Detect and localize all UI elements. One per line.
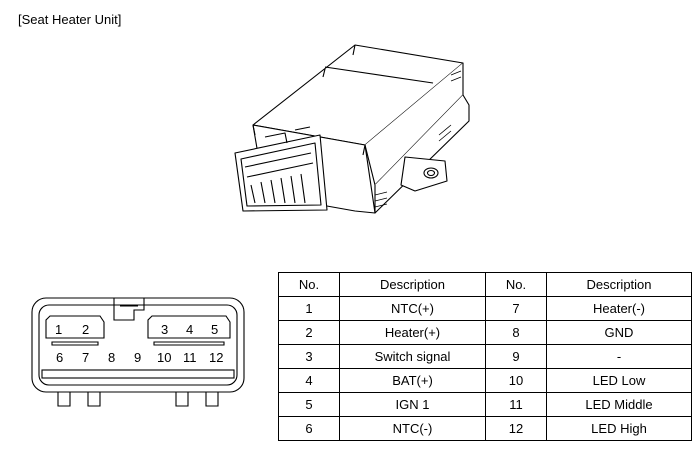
table-row: 5 IGN 1 11 LED Middle bbox=[278, 392, 692, 417]
pin-number: 3 bbox=[161, 322, 169, 337]
seat-heater-unit-illustration bbox=[234, 44, 470, 214]
pin-number: 2 bbox=[82, 322, 90, 337]
column-header: Description bbox=[546, 272, 692, 297]
pin-description: GND bbox=[546, 320, 692, 345]
pin-description: Heater(-) bbox=[546, 296, 692, 321]
pin-no: 5 bbox=[278, 392, 340, 417]
column-header: No. bbox=[485, 272, 547, 297]
pin-number: 8 bbox=[108, 350, 116, 365]
pin-description: LED Middle bbox=[546, 392, 692, 417]
pin-no: 12 bbox=[485, 416, 547, 441]
pin-number: 12 bbox=[209, 350, 224, 365]
pin-number: 11 bbox=[183, 350, 197, 365]
pin-number: 7 bbox=[82, 350, 90, 365]
pin-description: BAT(+) bbox=[339, 368, 486, 393]
pin-description: NTC(-) bbox=[339, 416, 486, 441]
pin-description: LED Low bbox=[546, 368, 692, 393]
pin-number: 1 bbox=[55, 322, 63, 337]
connector-outline bbox=[31, 297, 245, 407]
pin-description-table: No. Description No. Description 1 NTC(+)… bbox=[278, 272, 692, 441]
pin-no: 10 bbox=[485, 368, 547, 393]
table-row: 3 Switch signal 9 - bbox=[278, 344, 692, 369]
table-row: 6 NTC(-) 12 LED High bbox=[278, 416, 692, 441]
column-header: No. bbox=[278, 272, 340, 297]
pin-description: Heater(+) bbox=[339, 320, 486, 345]
pin-number: 4 bbox=[186, 322, 194, 337]
pin-description: LED High bbox=[546, 416, 692, 441]
table-row: 4 BAT(+) 10 LED Low bbox=[278, 368, 692, 393]
table-row: 1 NTC(+) 7 Heater(-) bbox=[278, 296, 692, 321]
table-header-row: No. Description No. Description bbox=[278, 272, 692, 297]
pin-no: 3 bbox=[278, 344, 340, 369]
pin-no: 9 bbox=[485, 344, 547, 369]
page-title: [Seat Heater Unit] bbox=[18, 12, 122, 27]
pin-no: 11 bbox=[485, 392, 547, 417]
pin-description: Switch signal bbox=[339, 344, 486, 369]
table-row: 2 Heater(+) 8 GND bbox=[278, 320, 692, 345]
pin-no: 6 bbox=[278, 416, 340, 441]
pin-description: IGN 1 bbox=[339, 392, 486, 417]
pin-no: 8 bbox=[485, 320, 547, 345]
pin-number: 5 bbox=[211, 322, 219, 337]
pin-description: NTC(+) bbox=[339, 296, 486, 321]
column-header: Description bbox=[339, 272, 486, 297]
pin-no: 1 bbox=[278, 296, 340, 321]
pin-number: 9 bbox=[134, 350, 142, 365]
pin-no: 2 bbox=[278, 320, 340, 345]
pin-number: 6 bbox=[56, 350, 64, 365]
pin-number: 10 bbox=[157, 350, 172, 365]
connector-pinout-diagram: 1 2 3 4 5 6 7 8 9 10 11 12 bbox=[30, 296, 252, 411]
pin-no: 4 bbox=[278, 368, 340, 393]
pin-description: - bbox=[546, 344, 692, 369]
pin-no: 7 bbox=[485, 296, 547, 321]
